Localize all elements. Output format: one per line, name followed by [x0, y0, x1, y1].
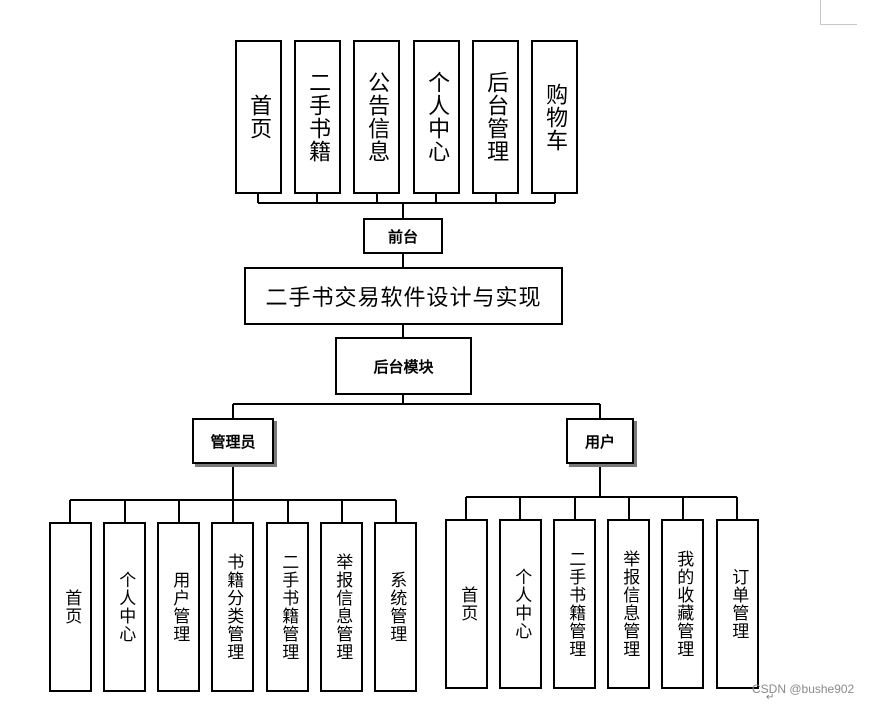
frontend-node: 前台 [363, 218, 443, 254]
user-item-label: 订单管理 [728, 568, 749, 640]
user-item-label: 我的收藏管理 [673, 550, 694, 658]
user-item-report-management: 举报信息管理 [607, 519, 650, 689]
frontend-item-label: 首页 [246, 94, 272, 140]
frontend-item-announcements: 公告信息 [353, 40, 400, 194]
paragraph-mark-icon: ↵ [766, 692, 775, 703]
admin-node-label: 管理员 [210, 432, 256, 451]
system-title-node: 二手书交易软件设计与实现 [244, 267, 563, 325]
backend-module-node: 后台模块 [335, 337, 472, 395]
backend-module-label: 后台模块 [373, 357, 434, 376]
admin-item-personal-center: 个人中心 [103, 522, 146, 692]
user-item-secondhand-book-management: 二手书籍管理 [553, 519, 596, 689]
frontend-item-label: 公告信息 [364, 71, 390, 163]
frontend-item-label: 后台管理 [483, 71, 509, 163]
user-item-personal-center: 个人中心 [499, 519, 542, 689]
frontend-item-shopping-cart: 购物车 [531, 40, 578, 194]
user-item-favorites-management: 我的收藏管理 [661, 519, 704, 689]
user-item-home: 首页 [445, 519, 488, 689]
admin-item-label: 二手书籍管理 [278, 553, 299, 661]
admin-item-secondhand-book-management: 二手书籍管理 [266, 522, 309, 692]
admin-item-label: 举报信息管理 [332, 553, 353, 661]
admin-item-system-management: 系统管理 [374, 522, 417, 692]
admin-item-book-category-management: 书籍分类管理 [211, 522, 254, 692]
admin-item-user-management: 用户管理 [157, 522, 200, 692]
frontend-item-label: 购物车 [542, 82, 568, 152]
frontend-node-label: 前台 [387, 227, 418, 246]
frontend-item-admin-backend: 后台管理 [472, 40, 519, 194]
frontend-item-label: 个人中心 [424, 71, 450, 163]
admin-item-label: 用户管理 [169, 571, 190, 643]
admin-item-label: 系统管理 [386, 571, 407, 643]
system-title-label: 二手书交易软件设计与实现 [265, 286, 542, 311]
frontend-item-personal-center: 个人中心 [413, 40, 460, 194]
user-node: 用户 [566, 418, 634, 464]
user-node-label: 用户 [584, 432, 615, 451]
frontend-item-label: 二手书籍 [305, 71, 331, 163]
frontend-item-home: 首页 [235, 40, 282, 194]
user-item-label: 个人中心 [511, 568, 532, 640]
admin-item-report-management: 举报信息管理 [320, 522, 363, 692]
admin-item-label: 个人中心 [115, 571, 136, 643]
page-corner-mark [820, 0, 857, 25]
admin-item-label: 书籍分类管理 [223, 553, 244, 661]
admin-item-label: 首页 [61, 589, 82, 625]
user-item-label: 举报信息管理 [619, 550, 640, 658]
frontend-item-secondhand-books: 二手书籍 [294, 40, 341, 194]
user-item-label: 二手书籍管理 [565, 550, 586, 658]
user-item-order-management: 订单管理 [716, 519, 759, 689]
user-item-label: 首页 [457, 586, 478, 622]
watermark: CSDN @bushe902 [752, 682, 855, 696]
admin-node: 管理员 [192, 418, 274, 464]
admin-item-home: 首页 [49, 522, 92, 692]
